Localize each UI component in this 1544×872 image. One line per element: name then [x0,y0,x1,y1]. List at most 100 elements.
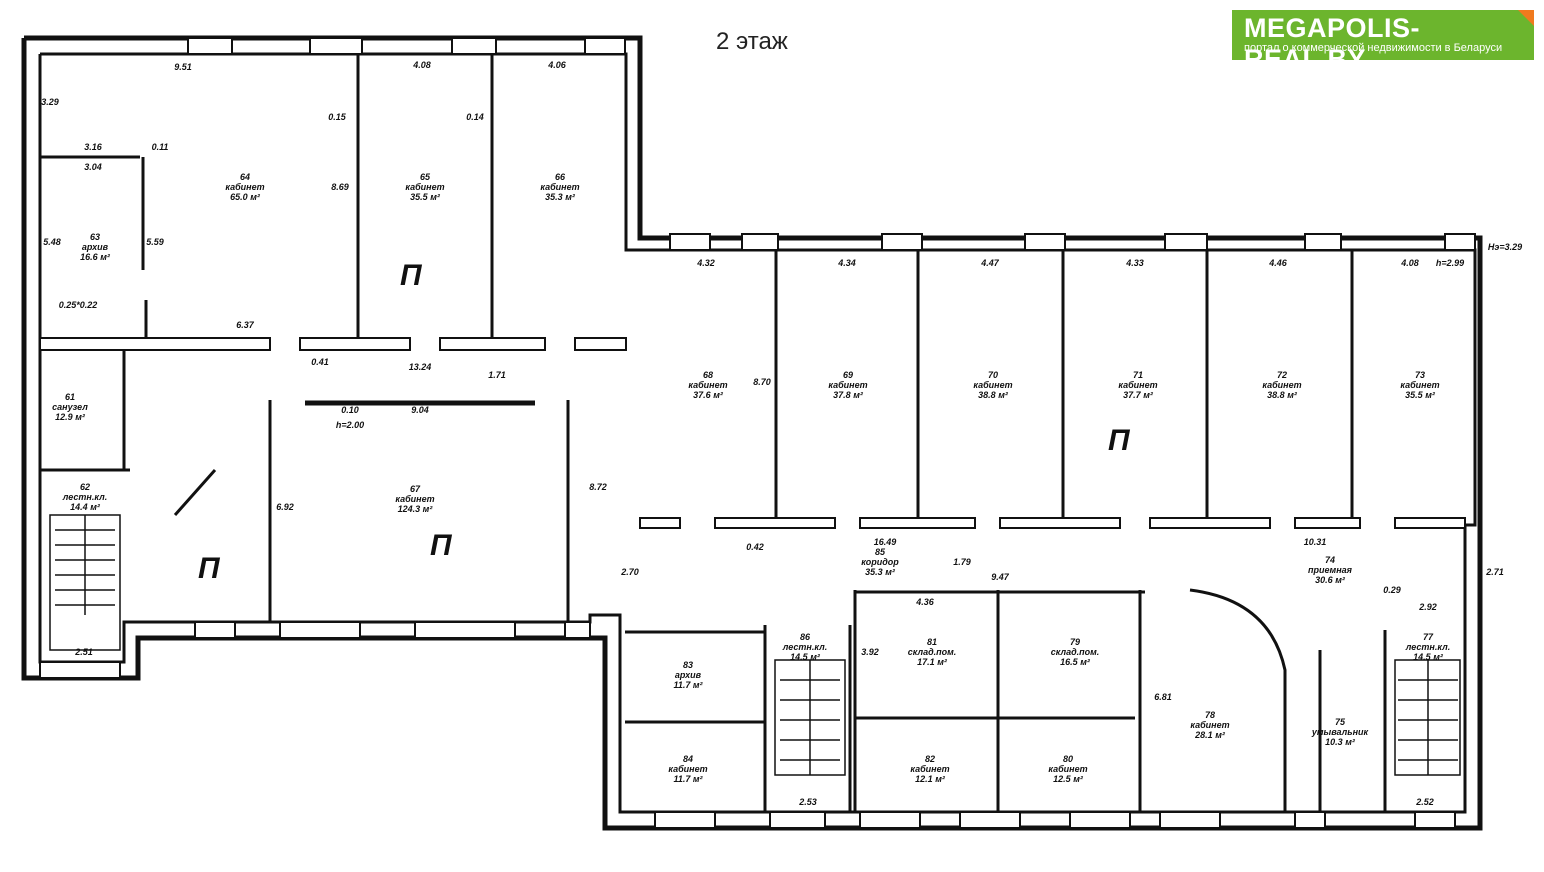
dimension-label: 0.25*0.22 [59,300,98,310]
room-label-text: 10.3 м² [1325,737,1356,747]
dimension-label: 0.11 [152,142,169,152]
dimension-label: 4.47 [980,258,1000,268]
room-label-text: 61 [65,392,75,402]
room-label-text: 12.5 м² [1053,774,1084,784]
room-label-text: 11.7 м² [673,774,703,784]
dimension-label: 4.06 [547,60,567,70]
room-label-text: лестн.кл. [62,492,107,502]
room-label-text: 30.6 м² [1315,575,1346,585]
room-label-text: 12.1 м² [915,774,946,784]
dimension-label: 4.08 [1400,258,1419,268]
room-label-text: 80 [1063,754,1073,764]
room-label-text: 67 [410,484,421,494]
room-label-text: 14.5 м² [1413,652,1444,662]
dimension-label: h=2.00 [336,420,364,430]
room-label-text: 38.8 м² [1267,390,1298,400]
room-label-text: лестн.кл. [782,642,827,652]
room-label-text: 65 [420,172,431,182]
zone-label: П [400,259,423,292]
room-label-text: 64 [240,172,250,182]
room-label-text: 75 [1335,717,1346,727]
room-label-text: кабинет [395,494,434,504]
room-label-text: 37.6 м² [693,390,724,400]
room-label-text: 86 [800,632,811,642]
room-label-text: кабинет [973,380,1012,390]
room-label-text: склад.пом. [908,647,957,657]
dimension-label: 5.48 [43,237,61,247]
room-label-text: архив [82,242,109,252]
zone-label: П [430,529,453,562]
dimension-label: 5.59 [146,237,164,247]
room-label-text: умывальник [1311,727,1369,737]
dimension-label: 2.53 [798,797,817,807]
dimension-label: 1.79 [953,557,971,567]
dimension-label: 3.16 [84,142,103,152]
room-label-text: 70 [988,370,998,380]
room-label-text: кабинет [540,182,579,192]
room-label-text: кабинет [828,380,867,390]
room-label-text: кабинет [1262,380,1301,390]
dimension-labels: 9.51 4.08 4.06 3.29 3.16 3.04 0.11 5.48 … [41,60,1504,807]
zone-markers: П П П П Нэ=3.29 [198,242,1522,585]
room-label-text: 63 [90,232,100,242]
room-label-text: 71 [1133,370,1143,380]
room-label-text: кабинет [405,182,444,192]
dimension-label: 0.10 [341,405,359,415]
dimension-label: 2.70 [620,567,639,577]
dimension-label: 9.04 [411,405,429,415]
room-label-text: 35.3 м² [545,192,576,202]
dimension-label: 3.92 [861,647,879,657]
dimension-label: 4.32 [696,258,715,268]
room-label-text: 37.8 м² [833,390,864,400]
internal-walls [39,54,1467,812]
room-label-text: 14.5 м² [790,652,821,662]
room-label-text: 68 [703,370,713,380]
room-label-text: кабинет [225,182,264,192]
dimension-label: 3.29 [41,97,59,107]
dimension-label: 0.41 [311,357,329,367]
room-label-text: кабинет [1048,764,1087,774]
dimension-label: 8.70 [753,377,771,387]
room-label-text: 12.9 м² [55,412,86,422]
room-label-text: 62 [80,482,90,492]
stairs [49,514,1461,776]
logo-brand: MEGAPOLIS-REAL.BY [1244,13,1421,74]
room-label-text: кабинет [668,764,707,774]
dimension-label: 9.47 [991,572,1010,582]
room-label-text: кабинет [1400,380,1439,390]
room-label-text: 35.5 м² [1405,390,1436,400]
zone-label: П [198,552,221,585]
room-label-text: 81 [927,637,937,647]
megapolis-logo[interactable]: MEGAPOLIS-REAL.BY портал о коммерческой … [1232,10,1534,74]
floor-title: 2 этаж [716,28,788,55]
room-label-text: 79 [1070,637,1080,647]
room-label-text: кабинет [1118,380,1157,390]
room-label-text: 37.7 м² [1123,390,1154,400]
room-label-text: 85 [875,547,886,557]
room-label-text: 16.5 м² [1060,657,1091,667]
dimension-label: 0.29 [1383,585,1401,595]
room-label-text: 16.6 м² [80,252,111,262]
room-label-text: 38.8 м² [978,390,1009,400]
dimension-label: 9.51 [174,62,192,72]
room-label-text: 74 [1325,555,1335,565]
room-label-text: кабинет [1190,720,1229,730]
dimension-label: 13.24 [409,362,432,372]
dimension-label: 6.81 [1154,692,1172,702]
room-label-text: 35.5 м² [410,192,441,202]
